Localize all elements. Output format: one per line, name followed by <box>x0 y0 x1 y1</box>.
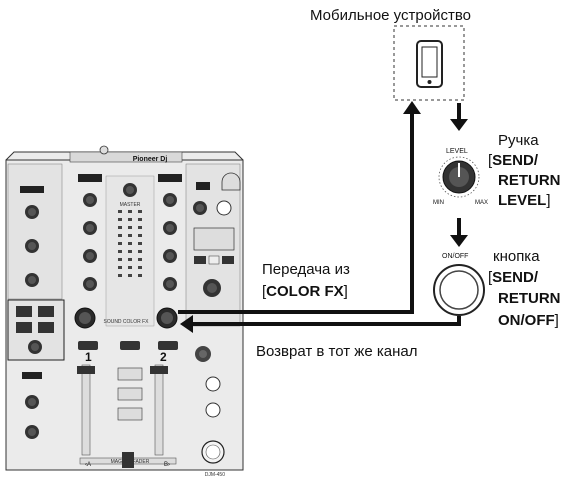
level-knob-title: Ручка <box>498 132 539 149</box>
color-fx-btn-1 <box>16 306 32 317</box>
onoff-name-3: ON/OFF] <box>498 312 559 329</box>
ch1-cue-button <box>78 341 98 350</box>
onoff-name: [SEND/ <box>488 269 539 286</box>
level-knob-name-3: LEVEL] <box>498 192 551 209</box>
level-knob-name: [SEND/ <box>488 152 539 169</box>
knob-max-caption: MAX <box>475 200 489 206</box>
ch1-switch <box>78 174 102 182</box>
time-knob <box>205 376 221 392</box>
ch1-fader-track <box>81 364 91 456</box>
level-meter <box>118 210 142 277</box>
send-path <box>178 112 414 314</box>
return-path <box>192 316 461 326</box>
crossfader-a: ‹A <box>85 462 91 468</box>
return-arrowhead <box>180 315 193 333</box>
ch1-fader-knob <box>77 366 95 374</box>
button-onoff-caption: ON/OFF <box>442 253 469 260</box>
color-fx-btn-4 <box>38 322 54 333</box>
send-from-line2: [COLOR FX] <box>262 283 348 300</box>
brand-text: Pioneer Dj <box>133 156 168 163</box>
ch2-switch <box>158 174 182 182</box>
headphones-switch <box>22 372 42 379</box>
mobile-device-label: Мобильное устройство <box>310 7 471 24</box>
knob-level-caption: LEVEL <box>446 148 468 155</box>
top-jack <box>99 145 109 155</box>
phone-jack <box>221 172 241 191</box>
send-arrowhead <box>403 101 421 114</box>
ch1-number: 1 <box>85 350 92 364</box>
master-switch-3 <box>117 407 143 421</box>
ch2-fader-track <box>154 364 164 456</box>
ch2-number: 2 <box>160 350 167 364</box>
master-switch-1 <box>117 367 143 381</box>
crossfader-knob <box>122 452 134 468</box>
master-text: MASTER <box>120 202 141 208</box>
knob-min-caption: MIN <box>433 200 444 206</box>
level-knob-name-2: RETURN <box>498 172 561 189</box>
beat-fx-center <box>208 255 220 265</box>
top-strip <box>69 151 183 163</box>
beat-fx-left <box>194 256 206 264</box>
color-fx-btn-2 <box>38 306 54 317</box>
level-depth-knob <box>205 402 221 418</box>
magvel-text: MAGVEL FADER <box>111 459 150 465</box>
master-cue-button <box>120 341 140 350</box>
beat-fx-display <box>193 227 235 251</box>
return-label: Возврат в тот же канал <box>256 343 418 360</box>
master-switch-2 <box>117 387 143 401</box>
colorfx-text: SOUND COLOR FX <box>103 319 149 325</box>
ch2-fader-knob <box>150 366 168 374</box>
send-from-line1: Передача из <box>262 261 350 278</box>
crossfader-b: B› <box>164 462 170 468</box>
send-return-level-knob-illustration <box>438 156 480 198</box>
send-onoff-button <box>216 200 232 216</box>
onoff-title: кнопка <box>493 248 540 265</box>
aux-switch <box>20 186 44 193</box>
onoff-name-2: RETURN <box>498 290 561 307</box>
send-type-switch <box>196 182 210 190</box>
model-text: DJM-450 <box>205 472 226 478</box>
ch2-cue-button <box>158 341 178 350</box>
send-return-onoff-button-illustration <box>433 264 485 316</box>
color-fx-btn-3 <box>16 322 32 333</box>
beat-fx-right <box>222 256 234 264</box>
